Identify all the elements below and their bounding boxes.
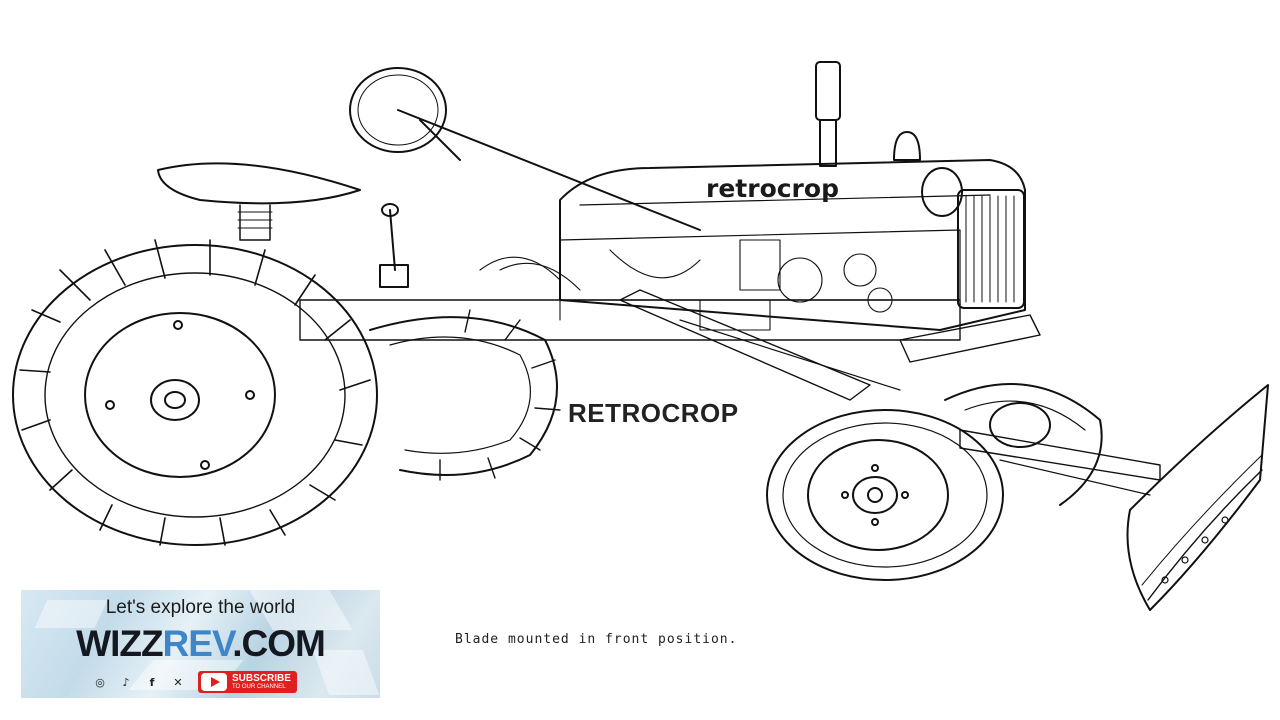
channel-banner[interactable]: Let's explore the world WIZZREV.COM ◎ ♪ …: [21, 590, 380, 698]
steering-wheel: [349, 67, 447, 153]
subscribe-button[interactable]: SUBSCRIBE TO OUR CHANNEL: [198, 671, 297, 693]
youtube-icon: [201, 673, 227, 691]
exhaust-stack: [815, 61, 841, 121]
banner-tagline: Let's explore the world: [105, 597, 296, 618]
front-tire: [766, 409, 1004, 581]
plow-blade: [1126, 384, 1269, 611]
brand-part-right: .COM: [232, 623, 326, 664]
instagram-icon[interactable]: ◎: [95, 676, 105, 689]
watermark-upper: retrocrop: [706, 174, 839, 203]
banner-brand[interactable]: WIZZREV.COM: [21, 623, 380, 665]
hood: [559, 159, 1026, 331]
watermark-lower: RETROCROP: [568, 398, 739, 428]
brand-part-left: WIZZ: [76, 623, 163, 664]
headlight: [921, 167, 963, 217]
seat: [157, 162, 361, 205]
rear-tire-far: [369, 309, 561, 481]
subscribe-sublabel: TO OUR CHANNEL: [232, 683, 286, 690]
tiktok-icon[interactable]: ♪: [122, 676, 130, 689]
front-tire-far: [944, 383, 1103, 506]
brand-part-mid: REV: [162, 623, 234, 664]
x-icon[interactable]: ✕: [173, 676, 183, 689]
subscribe-label: SUBSCRIBE: [232, 672, 291, 684]
social-links: ◎ ♪ f ✕: [93, 676, 185, 689]
radiator-grille: [957, 189, 1025, 309]
figure-caption: Blade mounted in front position.: [455, 632, 738, 647]
facebook-icon[interactable]: f: [149, 676, 155, 689]
rear-tire: [12, 239, 378, 546]
